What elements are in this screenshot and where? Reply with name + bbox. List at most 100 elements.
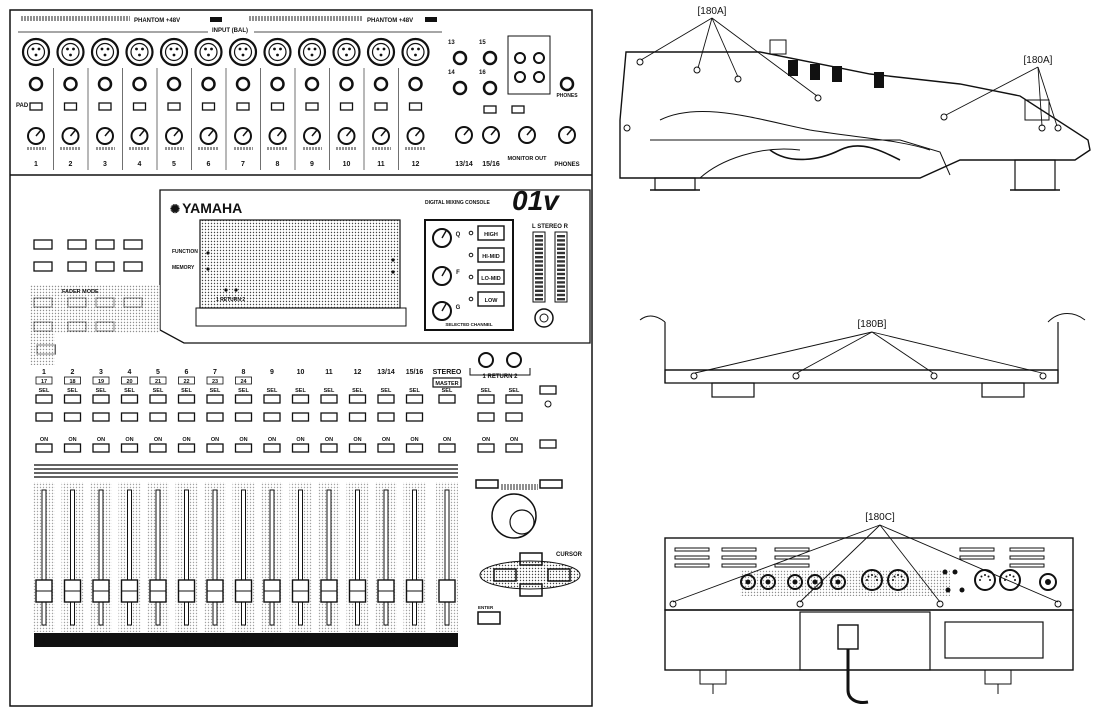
sel-button-6[interactable] xyxy=(177,394,196,404)
strip-button-12[interactable] xyxy=(348,412,367,422)
line-jack-6[interactable] xyxy=(201,76,216,92)
gain-knob-5[interactable] xyxy=(165,127,183,145)
function-button-1-0[interactable] xyxy=(33,261,53,272)
pad-switch-11[interactable] xyxy=(374,102,388,111)
dec-button[interactable] xyxy=(475,479,499,489)
cursor-left-button[interactable] xyxy=(493,568,517,582)
strip-button-9[interactable] xyxy=(263,412,281,422)
function-button-0-1[interactable] xyxy=(67,239,87,250)
rear-jack-2[interactable] xyxy=(760,574,776,590)
sel-button-13[interactable] xyxy=(377,394,395,404)
solo-button[interactable] xyxy=(539,439,557,449)
on-button-2[interactable] xyxy=(63,443,82,453)
phones-level-knob[interactable] xyxy=(534,308,554,328)
pad-switch-10[interactable] xyxy=(339,102,354,111)
stereo-on-button[interactable] xyxy=(438,443,456,453)
gain-knob-12[interactable] xyxy=(406,127,425,145)
cursor-down-button[interactable] xyxy=(519,583,543,597)
return-on-button-1[interactable] xyxy=(477,443,495,453)
xlr-input-3[interactable] xyxy=(90,37,120,67)
sel-button-11[interactable] xyxy=(320,394,338,404)
return-button-1[interactable] xyxy=(477,412,495,422)
sel-button-9[interactable] xyxy=(263,394,281,404)
on-button-10[interactable] xyxy=(291,443,310,453)
on-button-8[interactable] xyxy=(234,443,253,453)
on-button-5[interactable] xyxy=(149,443,167,453)
stereo-sel-button[interactable] xyxy=(438,394,456,404)
pad-switch-8[interactable] xyxy=(270,102,285,111)
data-wheel[interactable] xyxy=(491,493,537,539)
return-sel-button-1[interactable] xyxy=(477,394,495,404)
return-sel-button-2[interactable] xyxy=(505,394,523,404)
sel-button-12[interactable] xyxy=(348,394,367,404)
strip-button-1[interactable] xyxy=(35,412,53,422)
line-jack-5[interactable] xyxy=(166,76,182,92)
sel-button-4[interactable] xyxy=(120,394,139,404)
aux-button[interactable] xyxy=(539,385,557,395)
phones-jack[interactable] xyxy=(559,76,575,92)
line-jack-11[interactable] xyxy=(373,76,389,92)
midi-port-4[interactable] xyxy=(999,569,1021,591)
rear-jack-4[interactable] xyxy=(807,574,823,590)
rear-jack-1[interactable] xyxy=(740,574,756,590)
sel-button-1[interactable] xyxy=(35,394,53,404)
xlr-input-9[interactable] xyxy=(297,37,327,67)
on-button-12[interactable] xyxy=(348,443,367,453)
on-button-13[interactable] xyxy=(377,443,395,453)
pad-switch-4[interactable] xyxy=(132,102,147,111)
jack-15[interactable] xyxy=(482,50,498,66)
line-jack-4[interactable] xyxy=(132,76,147,92)
function-button-0-0[interactable] xyxy=(33,239,53,250)
stereo-fader-knob[interactable] xyxy=(438,579,456,603)
return-on-button-2[interactable] xyxy=(505,443,523,453)
jack-16[interactable] xyxy=(482,80,498,96)
xlr-input-2[interactable] xyxy=(56,37,85,67)
gain-knob-8[interactable] xyxy=(268,127,287,145)
on-button-14[interactable] xyxy=(405,443,424,453)
pad-switch-3[interactable] xyxy=(98,102,112,111)
on-button-4[interactable] xyxy=(120,443,139,453)
jack-14[interactable] xyxy=(452,80,468,96)
strip-button-11[interactable] xyxy=(320,412,338,422)
on-button-1[interactable] xyxy=(35,443,53,453)
function-button-1-3[interactable] xyxy=(123,261,143,272)
xlr-input-5[interactable] xyxy=(159,37,189,67)
on-button-11[interactable] xyxy=(320,443,338,453)
stereo-knob-2[interactable] xyxy=(482,126,500,144)
on-button-9[interactable] xyxy=(263,443,281,453)
cursor-right-button[interactable] xyxy=(547,568,571,582)
eq-band-button-2[interactable] xyxy=(477,269,505,285)
pad-switch-12[interactable] xyxy=(408,102,423,111)
line-jack-3[interactable] xyxy=(97,76,113,92)
eq-band-button-3[interactable] xyxy=(477,291,505,307)
jack-13[interactable] xyxy=(452,50,468,66)
power-switch[interactable] xyxy=(837,624,859,650)
gain-knob-1[interactable] xyxy=(27,127,45,145)
rear-xlr-output[interactable] xyxy=(1039,573,1057,591)
xlr-input-7[interactable] xyxy=(228,37,258,67)
gain-knob-10[interactable] xyxy=(337,127,356,145)
strip-button-14[interactable] xyxy=(405,412,424,422)
sel-button-2[interactable] xyxy=(63,394,82,404)
rear-jack-5[interactable] xyxy=(830,574,846,590)
pad-switch-9[interactable] xyxy=(305,102,319,111)
gain-knob-3[interactable] xyxy=(96,127,114,145)
sel-button-10[interactable] xyxy=(291,394,310,404)
cursor-up-button[interactable] xyxy=(519,552,543,566)
xlr-input-10[interactable] xyxy=(332,37,361,67)
pad-switch-5[interactable] xyxy=(167,102,181,111)
function-button-1-2[interactable] xyxy=(95,261,115,272)
strip-button-8[interactable] xyxy=(234,412,253,422)
midi-port-2[interactable] xyxy=(887,569,909,591)
pad-switch-6[interactable] xyxy=(201,102,216,111)
line-jack-8[interactable] xyxy=(270,76,285,92)
strip-button-3[interactable] xyxy=(92,412,110,422)
line-jack-7[interactable] xyxy=(235,76,251,92)
on-button-3[interactable] xyxy=(92,443,110,453)
line-jack-1[interactable] xyxy=(28,76,44,92)
line-jack-2[interactable] xyxy=(63,76,78,92)
line-jack-9[interactable] xyxy=(304,76,320,92)
eq-knob-f[interactable] xyxy=(432,266,452,286)
sel-button-14[interactable] xyxy=(405,394,424,404)
sel-button-8[interactable] xyxy=(234,394,253,404)
